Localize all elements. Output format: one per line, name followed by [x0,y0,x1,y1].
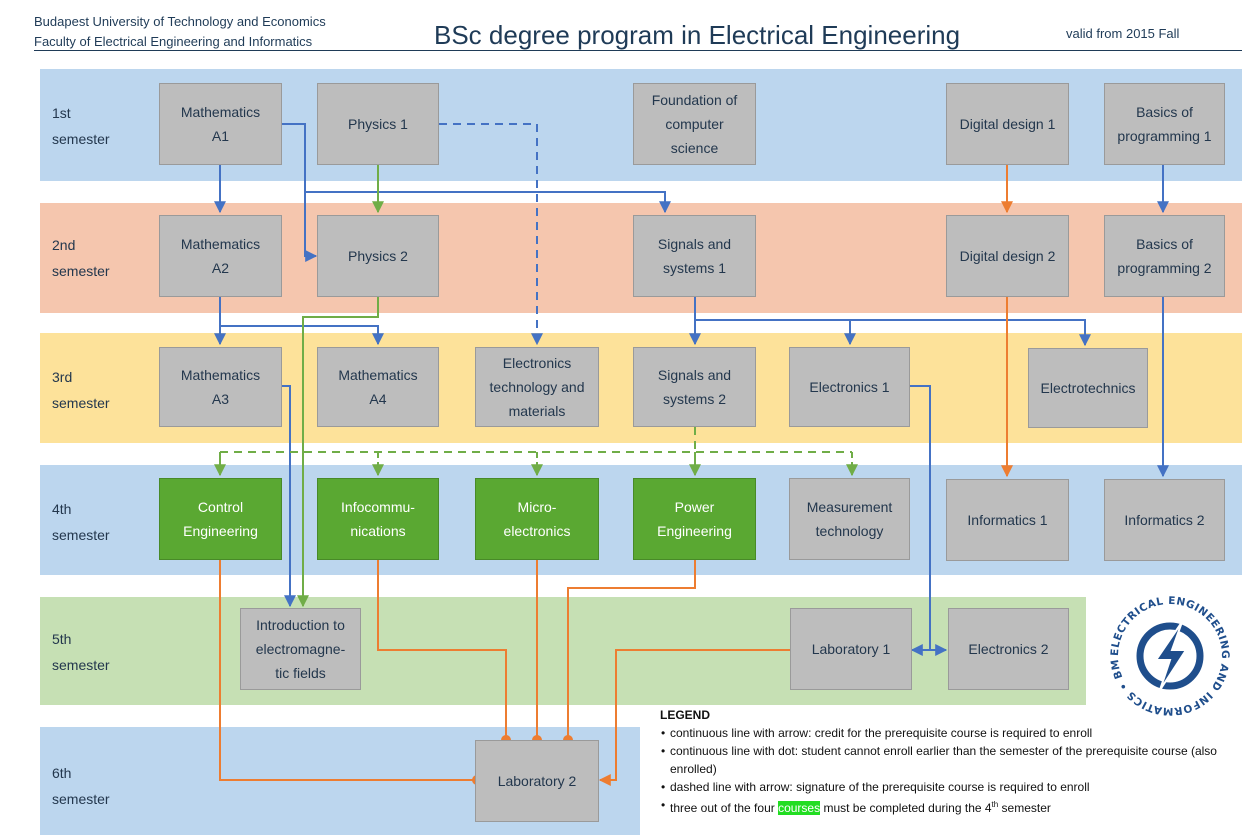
semester-label-4: 4th semester [52,501,110,543]
bme-faculty-logo: ELECTRICAL ENGINEERING AND INFORMATICS •… [1101,587,1236,722]
course-electronics-1: Electronics 1 [789,347,910,427]
semester-label-5: 5th semester [52,631,110,673]
valid-from-note: valid from 2015 Fall [1066,26,1180,41]
legend-item4-end: semester [998,801,1051,815]
course-infocommunications: Infocommu- nications [317,478,439,560]
page-title: BSc degree program in Electrical Enginee… [434,20,961,50]
semester-label-3: 3rd semester [52,369,110,411]
course-physics-2: Physics 2 [317,215,439,297]
course-control-engineering: Control Engineering [159,478,282,560]
legend-item-dashed-arrow: dashed line with arrow: signature of the… [660,778,1250,796]
course-microelectronics: Micro- electronics [475,478,599,560]
course-foundation-of-computer-science: Foundation of computer science [633,83,756,165]
legend-item4-highlight: courses [778,801,821,815]
course-laboratory-1: Laboratory 1 [790,608,912,690]
course-introduction-to-electromagnetic-fields: Introduction to electromagne- tic fields [240,608,361,690]
course-measurement-technology: Measurement technology [789,478,910,560]
course-power-engineering: Power Engineering [633,478,756,560]
course-electronics-2: Electronics 2 [948,608,1069,690]
course-mathematics-a3: Mathematics A3 [159,347,282,427]
legend-item-three-of-four: three out of the four courses must be co… [660,796,1250,817]
lightning-bolt-icon [1136,621,1204,691]
legend-item-solid-dot: continuous line with dot: student cannot… [660,742,1250,778]
course-basics-of-programming-1: Basics of programming 1 [1104,83,1225,165]
course-electronics-technology-and-materials: Electronics technology and materials [475,347,599,427]
university-name: Budapest University of Technology and Ec… [34,12,326,52]
university-line-1: Budapest University of Technology and Ec… [34,14,326,29]
course-electrotechnics: Electrotechnics [1028,348,1148,428]
legend-item4-pre: three out of the four [670,801,779,815]
course-basics-of-programming-2: Basics of programming 2 [1104,215,1225,297]
course-laboratory-2: Laboratory 2 [475,740,599,822]
faculty-line: Faculty of Electrical Engineering and In… [34,34,313,49]
course-informatics-1: Informatics 1 [946,479,1069,561]
course-digital-design-1: Digital design 1 [946,83,1069,165]
semester-band-5 [40,597,1086,705]
course-informatics-2: Informatics 2 [1104,479,1225,561]
legend-item-solid-arrow: continuous line with arrow: credit for t… [660,724,1250,742]
semester-label-2: 2nd semester [52,237,110,279]
course-mathematics-a2: Mathematics A2 [159,215,282,297]
header-divider [34,50,1242,51]
course-signals-and-systems-1: Signals and systems 1 [633,215,756,297]
semester-label-1: 1st semester [52,105,110,147]
legend-title: LEGEND [660,708,711,722]
legend-item4-sup: th [991,800,999,809]
course-digital-design-2: Digital design 2 [946,215,1069,297]
course-physics-1: Physics 1 [317,83,439,165]
course-mathematics-a4: Mathematics A4 [317,347,439,427]
course-mathematics-a1: Mathematics A1 [159,83,282,165]
legend: LEGEND continuous line with arrow: credi… [660,706,1250,817]
semester-label-6: 6th semester [52,765,110,807]
legend-item4-post: must be completed during the 4 [820,801,992,815]
course-signals-and-systems-2: Signals and systems 2 [633,347,756,427]
